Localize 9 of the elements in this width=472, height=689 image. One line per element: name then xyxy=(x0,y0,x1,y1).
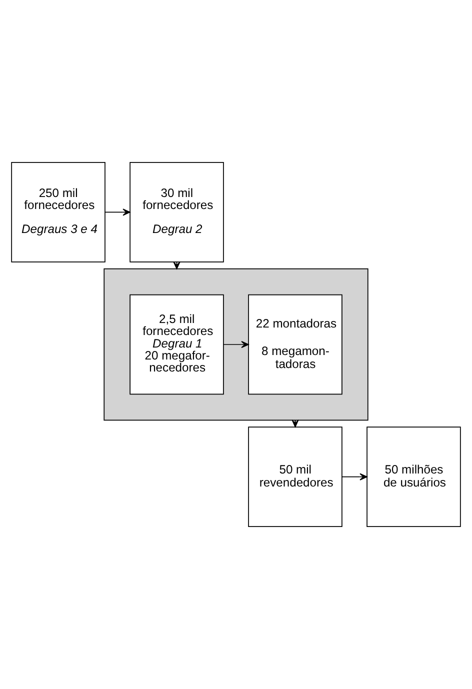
arrow xyxy=(104,208,130,216)
cluster xyxy=(104,268,368,421)
arrow xyxy=(223,340,249,348)
arrow xyxy=(342,473,368,480)
node-box: 50 mil revendedores xyxy=(248,426,342,527)
node-box: 22 montadoras 8 megamon- tadoras xyxy=(248,294,342,395)
node-box: 50 milhões de usuários xyxy=(366,426,461,527)
node-box: 250 mil fornecedores Degraus 3 e 4 xyxy=(11,162,106,262)
node-box: 2,5 mil fornecedores Degrau 1 20 megafor- necedores xyxy=(130,294,224,395)
